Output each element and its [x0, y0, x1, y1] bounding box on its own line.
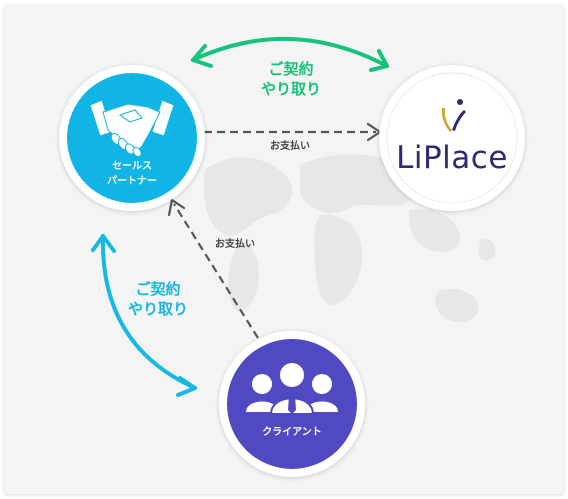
users-group-icon — [246, 361, 338, 415]
liplace-node — [379, 65, 525, 211]
liplace-logo-text: LiPlace — [396, 140, 508, 176]
sales-partner-label-line1: セールス — [112, 161, 152, 172]
client-label: クライアント — [262, 427, 322, 438]
payment-arrow-to-sales — [167, 198, 259, 339]
top-contract-arrow — [191, 36, 389, 72]
top-contract-line2: やり取り — [260, 80, 321, 98]
world-map-icon — [203, 154, 496, 322]
payment-label-left: お支払い — [215, 239, 255, 250]
left-contract-line2: やり取り — [127, 300, 188, 318]
client-node — [219, 331, 365, 477]
handshake-icon — [89, 99, 175, 158]
left-contract-label: ご契約 やり取り — [110, 279, 206, 319]
sales-partner-label: セールス パートナー — [92, 159, 172, 189]
payment-label-top: お支払い — [270, 141, 310, 152]
left-contract-line1: ご契約 — [135, 280, 181, 298]
payment-arrow-to-liplace — [204, 122, 382, 142]
top-contract-label: ご契約 やり取り — [246, 59, 336, 99]
sales-partner-label-line2: パートナー — [107, 176, 157, 187]
liplace-logo — [441, 99, 466, 132]
sales-partner-node — [59, 65, 205, 211]
top-contract-line1: ご契約 — [268, 60, 314, 78]
left-contract-arrow — [91, 234, 197, 397]
